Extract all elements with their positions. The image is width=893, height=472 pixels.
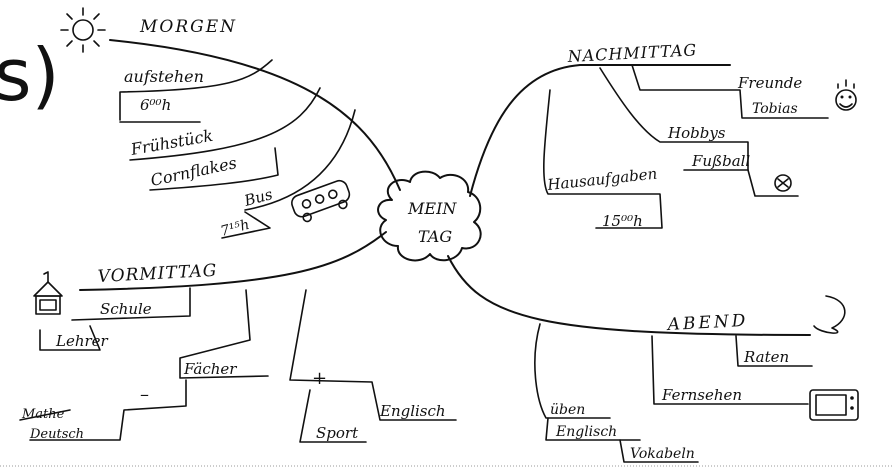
vormittag-minus: – [140,384,149,405]
vormittag-plus: + [312,368,327,389]
abend-raten: Raten [743,348,789,366]
nachmittag-freunde: Freunde [737,74,802,92]
morgen-title: MORGEN [139,17,237,37]
vormittag-schule: Schule [100,300,152,318]
nachmittag-title: NACHMITTAG [566,40,697,66]
vormittag-lehrer: Lehrer [55,332,109,350]
school-icon [33,271,63,315]
vormittag-sport: Sport [316,424,359,442]
nachmittag-hausaufgaben-time: 15⁰⁰h [602,212,643,230]
tv-icon [809,389,859,421]
vormittag-title: VORMITTAG [97,261,218,287]
corner-text: s) [0,33,60,117]
nachmittag-hobbys: Hobbys [667,124,726,142]
center-line-2: TAG [418,227,452,246]
morgen-fruehstueck: Frühstück [128,126,214,159]
vormittag-mathe: Mathe [21,407,65,422]
abend-fernsehen: Fernsehen [661,386,742,404]
center-line-1: MEIN [407,199,457,218]
branch-abend [447,255,811,336]
abend-title: ABEND [665,311,749,335]
moon-icon [813,295,846,334]
vormittag-deutsch: Deutsch [29,427,84,442]
morgen-aufstehen-time: 6⁰⁰h [140,96,171,114]
abend-vokabeln: Vokabeln [630,446,695,462]
nachmittag-hausaufgaben: Hausaufgaben [546,165,659,195]
bus-icon [291,179,351,223]
nachmittag-tobias: Tobias [752,101,798,117]
sun-icon [60,7,106,53]
branch-vormittag [79,231,387,291]
branch-morgen [109,39,401,191]
football-icon [774,174,792,192]
abend-ueben-englisch: Englisch [555,424,617,440]
branch-nachmittag [469,64,731,197]
vormittag-englisch: Englisch [379,402,446,420]
morgen-cornflakes: Cornflakes [149,153,238,190]
morgen-bus: Bus [241,185,274,210]
nachmittag-fussball: Fußball [691,152,750,170]
morgen-bus-time: 7¹⁵h [219,217,251,240]
smiley-icon [835,79,857,111]
abend-ueben: üben [550,402,585,418]
morgen-aufstehen: aufstehen [124,67,204,86]
vormittag-faecher: Fächer [183,360,237,378]
